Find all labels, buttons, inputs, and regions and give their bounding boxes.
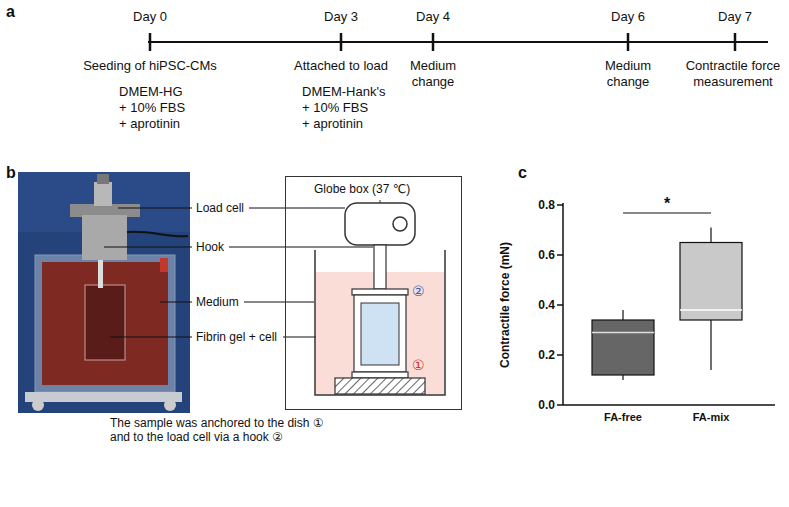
- tick-label: 0.4: [538, 298, 555, 312]
- box-plot: [592, 320, 654, 375]
- box-plot: [680, 243, 742, 321]
- step-label: Medium change: [596, 58, 660, 89]
- step-label: Seeding of hiPSC-CMs: [83, 58, 217, 74]
- box-plot: [557, 404, 563, 406]
- medium-component: + 10% FBS: [302, 100, 368, 116]
- leader-line: [104, 247, 192, 248]
- tick-label: 0.0: [538, 398, 555, 412]
- day-label: Day 0: [133, 9, 167, 25]
- setup-schematic: [345, 203, 415, 245]
- tick-label: 0.6: [538, 248, 555, 262]
- panel-letter: b: [6, 163, 16, 182]
- leader-line: [229, 247, 373, 248]
- day-label: Day 7: [718, 9, 752, 25]
- box-plot: [557, 254, 563, 256]
- setup-schematic: [361, 303, 399, 365]
- apparatus-photo: [82, 215, 127, 260]
- apparatus-photo: [32, 399, 44, 411]
- timeline: [340, 33, 343, 51]
- setup-schematic: [315, 200, 445, 395]
- box-plot: [557, 204, 563, 206]
- significance-mark: *: [664, 194, 670, 213]
- part-label: Fibrin gel + cell: [196, 330, 277, 344]
- day-label: Day 6: [611, 9, 645, 25]
- box-plot: [592, 332, 654, 334]
- category-label: FA-free: [604, 411, 642, 424]
- day-label: Day 4: [416, 9, 450, 25]
- leader-line: [110, 337, 192, 338]
- timeline: [149, 33, 152, 51]
- part-label: Hook: [196, 240, 224, 254]
- box-plot: [680, 309, 742, 311]
- apparatus-photo: [42, 262, 168, 385]
- apparatus-photo: [35, 255, 175, 392]
- setup-schematic: [374, 245, 386, 289]
- apparatus-photo: [160, 258, 168, 272]
- box-plot: [557, 354, 563, 356]
- box-plot: [623, 212, 711, 213]
- apparatus-photo: [127, 232, 188, 237]
- note: The sample was anchored to the dish ① an…: [110, 416, 342, 445]
- apparatus-photo: [85, 285, 125, 360]
- medium-component: DMEM-Hank's: [302, 84, 385, 100]
- apparatus-photo: [98, 260, 103, 288]
- callout-number: ①: [412, 357, 425, 374]
- medium-component: DMEM-HG: [119, 84, 183, 100]
- medium-component: + 10% FBS: [119, 100, 185, 116]
- apparatus-photo: [164, 399, 176, 411]
- medium-component: + aprotinin: [302, 116, 363, 132]
- timeline: [432, 33, 435, 51]
- timeline: [148, 41, 768, 43]
- leader-line: [244, 302, 314, 303]
- leader-line: [160, 302, 192, 303]
- setup-schematic: [352, 372, 408, 378]
- timeline: [148, 33, 768, 51]
- step-label: Contractile force measurement: [681, 58, 785, 89]
- box-plot: [563, 404, 775, 406]
- panel-letter: c: [518, 163, 527, 182]
- medium-component: + aprotinin: [119, 116, 180, 132]
- callout-number: ②: [412, 283, 425, 300]
- part-label: Medium: [196, 295, 239, 309]
- enclosure-box: Globe box (37 ℃): [285, 176, 462, 410]
- apparatus-photo: [94, 182, 112, 206]
- box-heading: Globe box (37 ℃): [286, 177, 461, 196]
- timeline: [627, 33, 630, 51]
- apparatus-photo: [97, 174, 109, 184]
- setup-schematic: [352, 289, 408, 295]
- setup-schematic: [316, 272, 444, 394]
- panel-letter: a: [6, 2, 15, 21]
- tick-label: 0.2: [538, 348, 555, 362]
- step-label: Attached to load: [294, 58, 388, 74]
- apparatus-photo: [25, 392, 182, 402]
- setup-schematic: [354, 295, 406, 372]
- box-plot: [557, 203, 775, 405]
- category-label: FA-mix: [693, 411, 730, 424]
- axis-title: Contractile force (mN): [498, 242, 512, 368]
- setup-schematic: [393, 217, 407, 231]
- timeline: [734, 33, 737, 51]
- box-plot: [562, 203, 564, 405]
- part-label: Load cell: [196, 201, 244, 215]
- box-plot: [557, 304, 563, 306]
- leader-line: [249, 208, 345, 209]
- day-label: Day 3: [324, 9, 358, 25]
- step-label: Medium change: [401, 58, 465, 89]
- setup-schematic: [335, 378, 425, 394]
- tick-label: 0.8: [538, 198, 555, 212]
- leader-line: [118, 208, 192, 209]
